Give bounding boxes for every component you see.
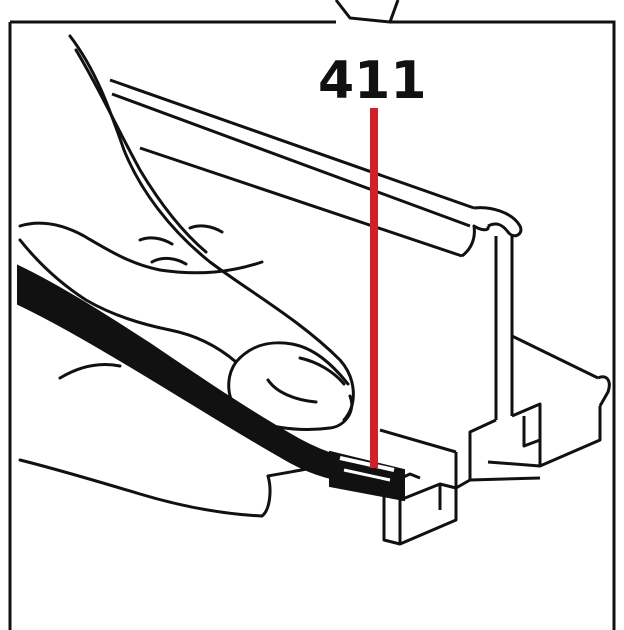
- figure-frame: [8, 20, 616, 630]
- frame-notch: [334, 0, 400, 24]
- seal-strip: [17, 264, 405, 502]
- lower-channel: [379, 334, 611, 546]
- hand-illustration: [18, 34, 355, 518]
- upper-rail: [109, 78, 523, 420]
- callout-number: 411: [318, 51, 427, 111]
